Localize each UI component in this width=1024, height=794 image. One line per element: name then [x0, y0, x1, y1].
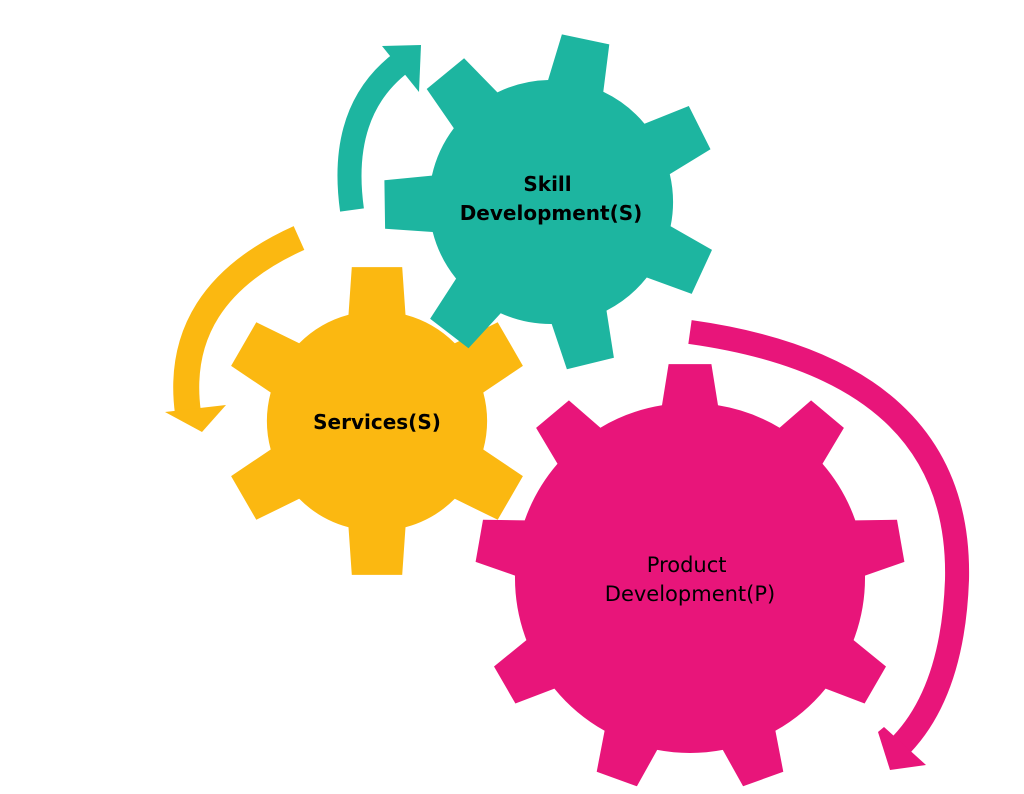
arrow-magenta-body [688, 320, 970, 753]
gear-skill-label-line1: Skill [523, 172, 571, 196]
cycle-arrow-orange [165, 226, 305, 432]
svg-text:Product Development(P): Product Development(P) [605, 553, 775, 606]
svg-text:Skill Development(S): Skill Development(S) [460, 172, 643, 225]
gear-skill: Skill Development(S) [384, 34, 712, 370]
arrow-orange-head [165, 405, 226, 432]
gear-services: Services(S) [231, 267, 523, 575]
cycle-arrow-magenta [688, 320, 970, 770]
cycle-arrow-teal [337, 45, 421, 212]
gear-product-shape [475, 364, 905, 787]
arrow-teal-head [382, 45, 421, 92]
gear-services-shape [231, 267, 523, 575]
gear-skill-shape [384, 34, 712, 370]
gear-services-label: Services(S) [313, 410, 441, 434]
arrow-teal-body [337, 52, 410, 212]
gear-product: Product Development(P) [475, 364, 905, 787]
gear-product-label-line1: Product [647, 553, 727, 577]
svg-text:Services(S): Services(S) [313, 410, 441, 434]
gear-skill-label-line2: Development(S) [460, 201, 643, 225]
arrow-magenta-head [878, 727, 926, 770]
gear-product-label-line2: Development(P) [605, 582, 775, 606]
arrow-orange-body [173, 226, 305, 415]
